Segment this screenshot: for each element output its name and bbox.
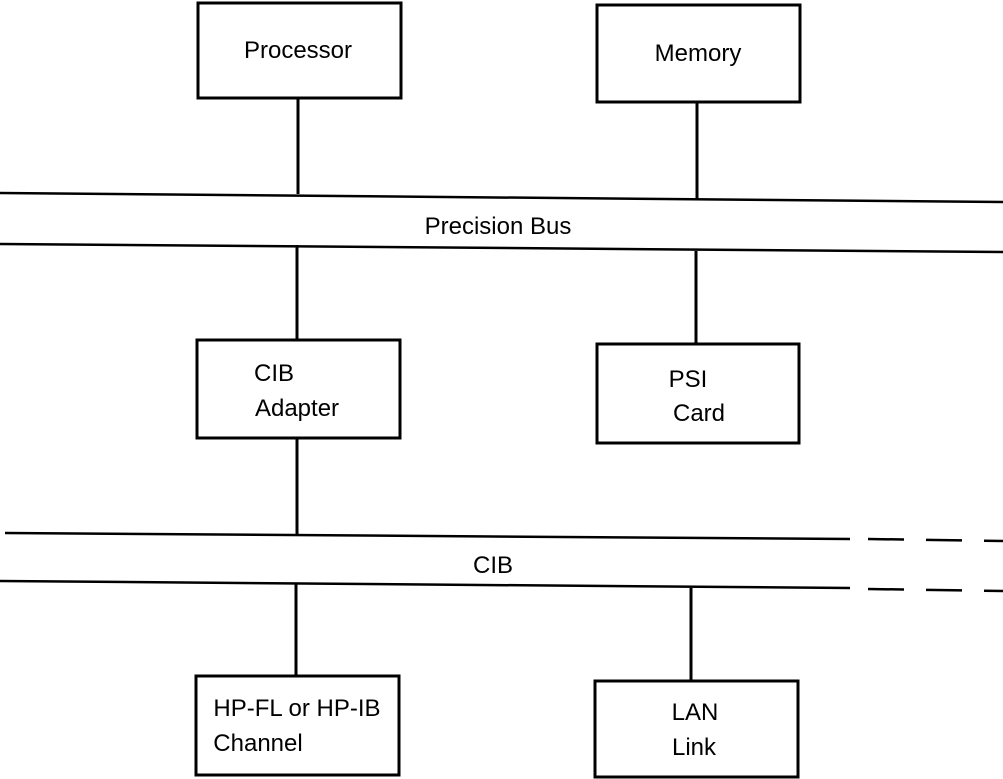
cib-bus-bottom-line	[0, 579, 851, 590]
connectors	[294, 98, 699, 681]
lan-link-label-line1: LAN	[672, 699, 719, 726]
precision-bus-bottom-line	[0, 242, 1003, 254]
memory-label: Memory	[655, 40, 742, 67]
processor-box: Processor	[196, 1, 403, 100]
channel-label-line2: Channel	[213, 730, 302, 757]
channel-label-line1: HP-FL or HP-IB	[213, 695, 380, 722]
cib-adapter-label-line1: CIB	[254, 360, 294, 387]
cib-bus: CIB	[0, 531, 1003, 593]
lan-link-label-line2: Link	[672, 734, 717, 761]
cib-bus-top-extension	[867, 537, 1003, 543]
precision-bus-top-line	[0, 191, 1003, 204]
processor-label: Processor	[244, 37, 352, 64]
lan-link-box: LAN Link	[593, 679, 800, 779]
precision-bus: Precision Bus	[0, 191, 1003, 254]
cib-adapter-box: CIB Adapter	[195, 338, 402, 440]
cib-bus-top-line	[4, 531, 851, 541]
psi-card-label-line1: PSI	[669, 366, 708, 393]
precision-bus-label: Precision Bus	[425, 213, 572, 240]
psi-card-box: PSI Card	[595, 342, 801, 445]
channel-box: HP-FL or HP-IB Channel	[194, 674, 401, 777]
cib-bus-label: CIB	[473, 552, 513, 579]
memory-box: Memory	[595, 3, 802, 104]
cib-adapter-label-line2: Adapter	[255, 395, 339, 422]
cib-bus-bottom-extension	[867, 587, 1003, 593]
psi-card-label-line2: Card	[673, 400, 725, 427]
